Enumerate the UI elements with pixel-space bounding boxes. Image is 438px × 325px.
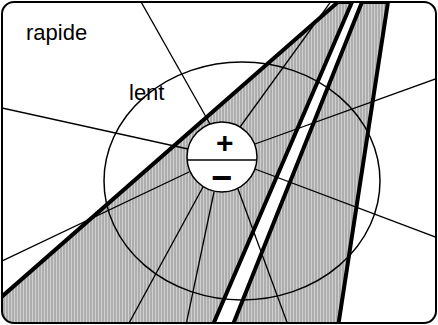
speed-label: rapide	[26, 22, 87, 44]
minus-sign: −	[211, 160, 232, 196]
frame	[2, 2, 436, 323]
radial-lines	[2, 2, 436, 323]
speed-label: lent	[129, 82, 164, 104]
plus-sign: +	[216, 128, 234, 158]
slow-zone-ellipse	[104, 62, 380, 300]
